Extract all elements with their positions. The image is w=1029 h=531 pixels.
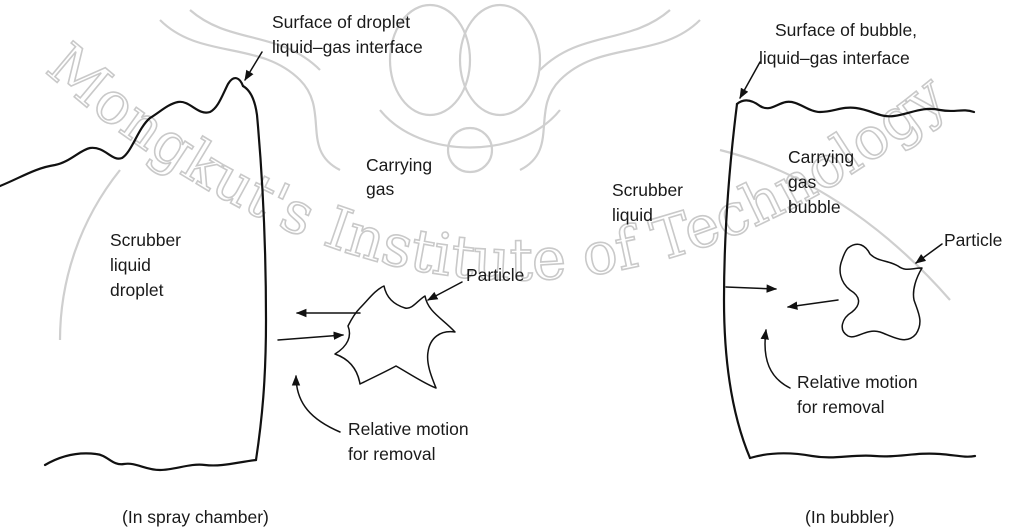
surface-label-line1: Surface of droplet [272,12,410,32]
surface-label-line1: Surface of bubble, [775,20,917,40]
particle-label: Particle [944,230,1002,250]
scrubber-label-line1: Scrubber [612,180,683,200]
particle-label: Particle [466,265,524,285]
surface-leader-arrow [740,62,760,98]
motion-label-line1: Relative motion [797,372,918,392]
particle-leader-arrow [916,244,942,263]
surface-label-line2: liquid–gas interface [272,37,423,57]
scrubber-label-line2: liquid [110,255,151,275]
droplet-bottom-surface [45,453,256,470]
scrubber-label-line3: droplet [110,280,164,300]
carrying-gas-label-line2: gas [788,172,816,192]
motion-arrow-outward [788,300,838,307]
motion-label-line2: for removal [797,397,885,417]
motion-label-line1: Relative motion [348,419,469,439]
motion-label-line2: for removal [348,444,436,464]
surface-label-line2: liquid–gas interface [759,48,910,68]
motion-arrow-inward [726,287,776,289]
relative-motion-arrow [296,376,340,432]
motion-arrow-inward [278,335,343,340]
relative-motion-arrow [765,330,790,388]
carrying-gas-label-line1: Carrying [788,147,854,167]
particle-shape [335,286,455,388]
droplet-boundary [243,86,266,460]
carrying-gas-label-line3: bubble [788,197,841,217]
scrubber-label-line2: liquid [612,205,653,225]
bubbler-caption: (In bubbler) [805,507,895,527]
scrubber-label-line1: Scrubber [110,230,181,250]
spray-chamber-caption: (In spray chamber) [122,507,269,527]
carrying-gas-label-line2: gas [366,179,394,199]
carrying-gas-label-line1: Carrying [366,155,432,175]
bubble-bottom-surface [750,453,975,458]
